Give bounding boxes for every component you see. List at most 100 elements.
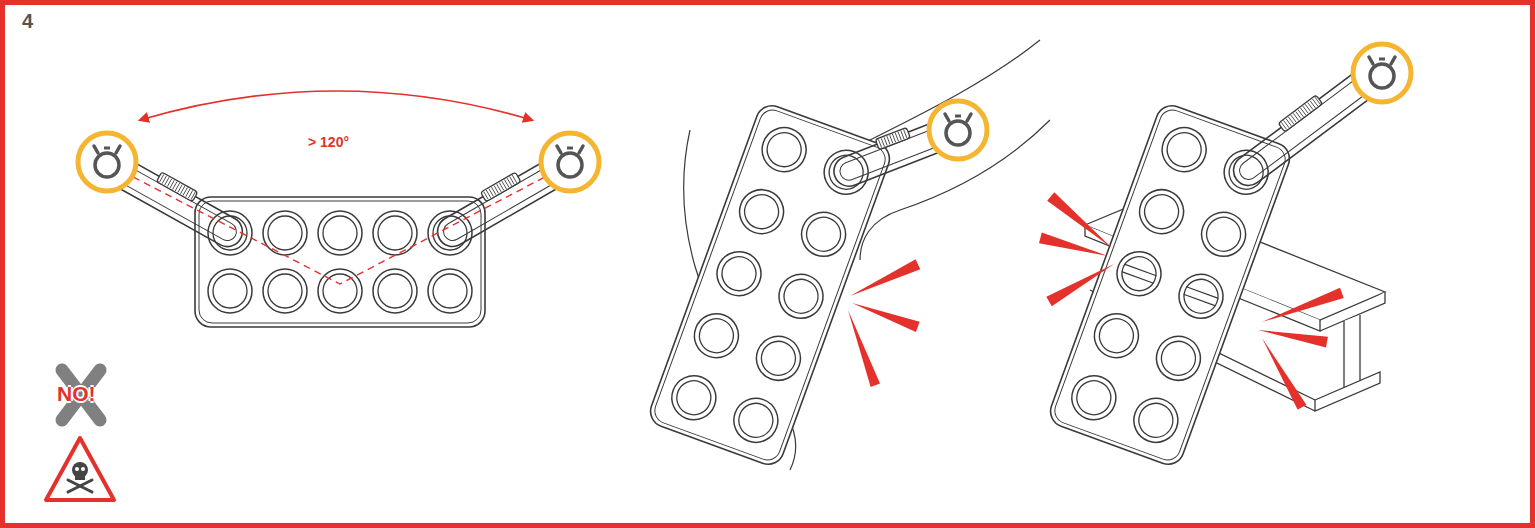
rigging-plate bbox=[734, 399, 778, 443]
rigging-plate bbox=[1156, 121, 1212, 177]
carabiner bbox=[895, 133, 898, 141]
force-line bbox=[112, 166, 566, 284]
rigging-plate bbox=[757, 337, 801, 381]
anchor-symbol bbox=[78, 133, 136, 191]
carabiner bbox=[890, 135, 893, 143]
rigging-plate bbox=[773, 268, 829, 324]
rigging-plate bbox=[318, 211, 362, 255]
rigging-plate bbox=[1095, 314, 1139, 358]
anchor-symbol bbox=[1391, 57, 1395, 64]
rigging-plate bbox=[1117, 252, 1161, 296]
rigging-plate bbox=[1066, 370, 1122, 426]
step-number: 4 bbox=[22, 10, 33, 33]
impact-spike bbox=[1039, 233, 1108, 256]
carabiner bbox=[1278, 95, 1322, 132]
carabiner bbox=[892, 134, 895, 142]
rigging-plate bbox=[1072, 376, 1116, 420]
rigging-plate bbox=[802, 212, 846, 256]
rigging-plate bbox=[779, 274, 823, 318]
anchor-symbol bbox=[78, 133, 136, 191]
rigging-plate bbox=[1179, 274, 1223, 318]
rigging-plate bbox=[373, 269, 417, 313]
arm-outline bbox=[810, 40, 1040, 200]
carabiner bbox=[887, 136, 890, 144]
rigging-plate bbox=[1046, 101, 1294, 468]
anchor-symbol bbox=[94, 146, 98, 153]
rigging-plate bbox=[1122, 272, 1154, 284]
carabiner bbox=[898, 132, 901, 140]
anchor-symbol bbox=[558, 153, 582, 177]
rigging-plate bbox=[750, 330, 806, 386]
rigging-plate bbox=[1088, 308, 1144, 364]
rigging-plate bbox=[646, 101, 894, 468]
rigging-plate bbox=[818, 144, 874, 200]
rigging-plate bbox=[199, 201, 481, 323]
anchor-symbol bbox=[929, 101, 987, 159]
anchor-symbol bbox=[541, 133, 599, 191]
anchor-symbol bbox=[116, 146, 120, 153]
danger-triangle bbox=[75, 474, 85, 480]
carabiner bbox=[901, 131, 904, 139]
impact-spike bbox=[1262, 288, 1344, 322]
impact-spike bbox=[1262, 338, 1306, 410]
anchor-symbol bbox=[1353, 44, 1411, 102]
danger-triangle bbox=[68, 480, 92, 492]
rigging-plate bbox=[711, 246, 767, 302]
rigging-plate bbox=[373, 211, 417, 255]
rigging-plate bbox=[208, 269, 252, 313]
anchor-symbol bbox=[557, 146, 561, 153]
rigging-plate bbox=[1150, 330, 1206, 386]
rigging-plate bbox=[428, 211, 472, 255]
danger-triangle bbox=[75, 467, 79, 471]
impact-spike bbox=[850, 259, 920, 296]
carabiner bbox=[1315, 97, 1320, 104]
rigging-plate bbox=[1046, 101, 1294, 468]
rigging-plate bbox=[1128, 392, 1184, 448]
rigging-plate bbox=[717, 252, 761, 296]
rigging-plate bbox=[1202, 212, 1246, 256]
rigging-plate bbox=[195, 197, 485, 327]
anchor-symbol bbox=[95, 153, 119, 177]
edge-contact bbox=[1039, 44, 1411, 469]
carabiner bbox=[481, 172, 521, 202]
rigging-plate bbox=[646, 101, 894, 468]
anchor-symbol bbox=[1379, 58, 1385, 61]
rigging-plate bbox=[695, 314, 739, 358]
angle-label: > 120° bbox=[308, 134, 349, 150]
anchor-symbol bbox=[1369, 57, 1373, 64]
rigging-plate bbox=[1157, 337, 1201, 381]
rigging-plate bbox=[323, 216, 357, 250]
carabiner bbox=[191, 192, 195, 200]
rigging-plate bbox=[263, 211, 307, 255]
rigging-plate bbox=[323, 274, 357, 308]
rigging-plate bbox=[428, 269, 472, 313]
anchor-symbol bbox=[929, 101, 987, 159]
rigging-plate bbox=[1134, 399, 1178, 443]
danger-triangle bbox=[46, 438, 114, 500]
rigging-plate bbox=[728, 392, 784, 448]
rigging-plate bbox=[740, 190, 784, 234]
anchor-symbol bbox=[955, 115, 961, 118]
rigging-plate bbox=[1173, 268, 1229, 324]
rigging-plate bbox=[1111, 246, 1167, 302]
anchor-symbol bbox=[579, 146, 583, 153]
impact-spike bbox=[1258, 330, 1328, 348]
carabiner bbox=[904, 130, 907, 138]
rigging-plate bbox=[268, 216, 302, 250]
anchor-symbol bbox=[967, 114, 971, 121]
carabiner bbox=[512, 175, 517, 183]
rigging-plate bbox=[1133, 183, 1189, 239]
rigging-plate bbox=[688, 308, 744, 364]
anchor-symbol bbox=[541, 133, 599, 191]
rigging-plate bbox=[1051, 106, 1289, 463]
rigging-plate bbox=[672, 376, 716, 420]
anchor-symbol bbox=[946, 121, 970, 145]
carabiner bbox=[875, 127, 910, 149]
danger-triangle bbox=[81, 467, 85, 471]
rigging-plate bbox=[1195, 206, 1251, 262]
rigging-plate bbox=[666, 370, 722, 426]
rigging-plate bbox=[208, 211, 252, 255]
wide-angle-rigging bbox=[78, 91, 599, 327]
